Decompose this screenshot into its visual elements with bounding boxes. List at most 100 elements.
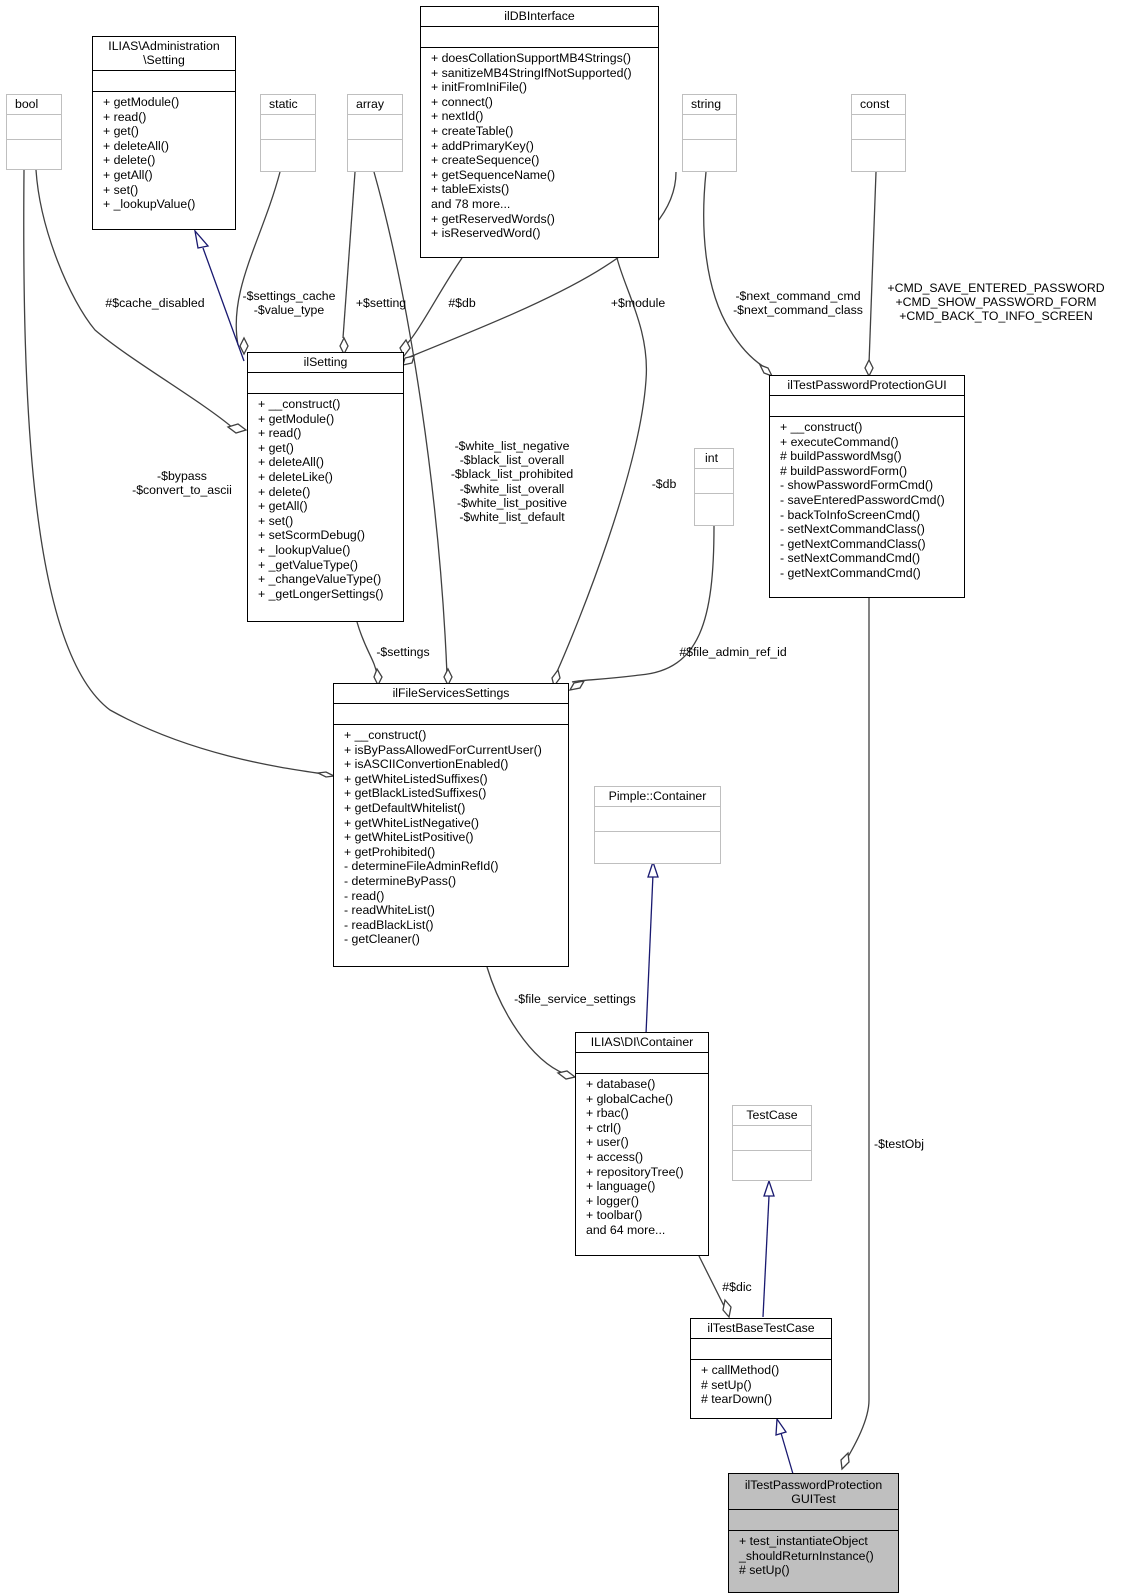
- edge-label-settings-cache: -$settings_cache -$value_type: [242, 289, 336, 318]
- edge-inherit-ilsetting: [202, 247, 245, 362]
- attributes-section: [733, 1125, 811, 1150]
- method: + setScormDebug(): [258, 528, 365, 543]
- methods-section: + doesCollationSupportMB4Strings() + san…: [421, 47, 658, 244]
- methods-section: [261, 139, 315, 164]
- diamond-di-fss: [556, 1070, 577, 1080]
- method: + _changeValueType(): [258, 572, 382, 587]
- class-title: string: [691, 97, 722, 111]
- class-ildbinterface: ilDBInterface + doesCollationSupportMB4S…: [420, 6, 659, 258]
- method: + set(): [103, 182, 139, 197]
- diamond-ilsetting-string: [402, 355, 415, 366]
- edge-label-cmd-consts: +CMD_SAVE_ENTERED_PASSWORD +CMD_SHOW_PAS…: [887, 281, 1105, 324]
- diamond-gui-const: [864, 358, 874, 378]
- method: + isReservedWord(): [431, 226, 541, 241]
- edge-label-setting: +$setting: [355, 296, 407, 310]
- class-ilias-di-container: ILIAS\DI\Container + database() + global…: [575, 1032, 709, 1256]
- method: + createTable(): [431, 123, 514, 138]
- method: + deleteAll(): [258, 455, 324, 470]
- class-title: ilFileServicesSettings: [392, 686, 510, 700]
- method: - backToInfoScreenCmd(): [780, 507, 921, 522]
- class-title: Pimple::Container: [608, 789, 707, 803]
- class-testcase: TestCase: [732, 1105, 812, 1181]
- edge-bool-fss: [23, 169, 331, 776]
- method: + __construct(): [344, 728, 427, 742]
- class-string: string: [682, 94, 737, 172]
- method: + read(): [103, 109, 147, 124]
- method: + nextId(): [431, 109, 484, 124]
- class-ilsetting: ilSetting + __construct() + getModule() …: [247, 352, 404, 622]
- methods-section: + __construct() + executeCommand() # bui…: [770, 416, 964, 584]
- method: - showPasswordFormCmd(): [780, 478, 934, 493]
- diamond-ilsetting-static: [239, 336, 249, 356]
- method: + __construct(): [258, 397, 341, 411]
- method: - saveEnteredPasswordCmd(): [780, 492, 945, 507]
- attributes-section: [348, 114, 402, 139]
- diamond-fss-int: [568, 680, 586, 691]
- method: + tableExists(): [431, 182, 510, 197]
- edge-label-bypass: -$bypass -$convert_to_ascii: [132, 469, 232, 498]
- edge-label-next-cmd: -$next_command_cmd -$next_command_class: [733, 289, 863, 318]
- method: # setUp(): [739, 1563, 790, 1578]
- method: + user(): [586, 1135, 629, 1150]
- methods-section: [852, 139, 905, 164]
- method: + sanitizeMB4StringIfNotSupported(): [431, 65, 632, 80]
- class-iltestpasswordprotectiongui: ilTestPasswordProtectionGUI + __construc…: [769, 375, 965, 598]
- class-title: ilSetting: [303, 355, 348, 369]
- method: + test_instantiateObject _shouldReturnIn…: [739, 1534, 874, 1563]
- edge-fss-di: [486, 966, 566, 1075]
- attributes-section: [852, 114, 905, 139]
- diamond-ilsetting-bool: [226, 423, 248, 434]
- method: - getNextCommandClass(): [780, 536, 926, 551]
- edge-int-fss: [571, 525, 715, 683]
- method: + _lookupValue(): [258, 542, 351, 557]
- method: + getDefaultWhitelist(): [344, 800, 466, 815]
- class-array: array: [347, 94, 403, 172]
- edge-string-ilsetting: [406, 171, 677, 359]
- method: # setUp(): [701, 1377, 752, 1392]
- method: + getBlackListedSuffixes(): [344, 786, 487, 801]
- method: + getReservedWords(): [431, 211, 555, 226]
- method: - determineFileAdminRefId(): [344, 859, 499, 874]
- diamond-ilsetting-array: [339, 336, 349, 356]
- edge-label-test-obj: -$testObj: [874, 1137, 924, 1151]
- methods-section: [7, 139, 61, 164]
- method: - readBlackList(): [344, 917, 434, 932]
- method: - readWhiteList(): [344, 903, 435, 918]
- method: + delete(): [103, 153, 156, 168]
- edge-array-fss: [373, 171, 448, 676]
- edge-label-white-list: -$white_list_negative -$black_list_overa…: [450, 439, 574, 525]
- class-title: array: [356, 97, 385, 111]
- edge-ilsetting-fss: [356, 621, 378, 676]
- attributes-section: [7, 114, 61, 139]
- methods-section: + __construct() + getModule() + read() +…: [248, 393, 403, 604]
- arrow-inherit-focus: [775, 1417, 788, 1436]
- attributes-section: [334, 703, 568, 724]
- method: + read(): [258, 426, 302, 441]
- class-title: ilTestBaseTestCase: [707, 1321, 815, 1335]
- method: + executeCommand(): [780, 434, 899, 449]
- method: + initFromIniFile(): [431, 80, 527, 95]
- class-title: ilTestPasswordProtection GUITest: [744, 1478, 883, 1506]
- class-title: static: [269, 97, 298, 111]
- method: + set(): [258, 513, 294, 528]
- edge-label-dic: #$dic: [722, 1280, 752, 1294]
- method: - setNextCommandCmd(): [780, 551, 921, 566]
- method: + globalCache(): [586, 1091, 674, 1106]
- methods-section: + test_instantiateObject _shouldReturnIn…: [729, 1530, 898, 1581]
- attributes-section: [576, 1052, 708, 1073]
- class-title: const: [860, 97, 890, 111]
- methods-section: + database() + globalCache() + rbac() + …: [576, 1073, 708, 1241]
- class-const: const: [851, 94, 906, 172]
- edge-static-ilsetting: [235, 171, 281, 346]
- method: + _lookupValue(): [103, 197, 196, 212]
- edge-const-gui: [868, 171, 877, 365]
- method: # buildPasswordForm(): [780, 463, 908, 478]
- method: + getWhiteListedSuffixes(): [344, 771, 488, 786]
- method: - determineByPass(): [344, 873, 457, 888]
- attributes-section: [683, 114, 736, 139]
- class-iltestpasswordprotectionguitest: ilTestPasswordProtection GUITest + test_…: [728, 1473, 899, 1593]
- method: + connect(): [431, 94, 493, 109]
- edge-inherit-di: [645, 873, 654, 1035]
- method: + getSequenceName(): [431, 167, 556, 182]
